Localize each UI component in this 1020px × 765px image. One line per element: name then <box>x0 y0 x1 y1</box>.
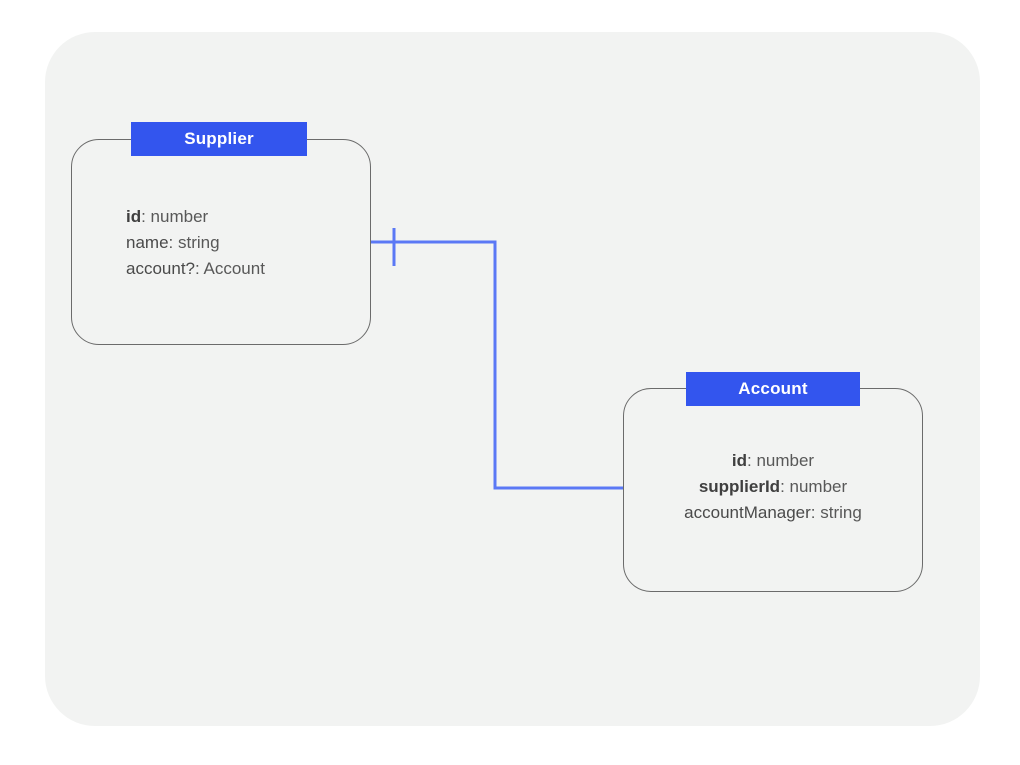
entity-attribute-row: id: number <box>623 448 923 474</box>
entity-attribute-row: name: string <box>126 230 265 256</box>
attribute-name-primary-key: id <box>731 451 747 470</box>
entity-title-label-supplier: Supplier <box>184 129 254 148</box>
entity-attribute-row: supplierId: number <box>623 474 923 500</box>
entity-attribute-row: accountManager: string <box>623 500 923 526</box>
attribute-name: account? <box>126 259 195 278</box>
attribute-type: : number <box>747 451 815 470</box>
attribute-name-primary-key: supplierId <box>698 477 781 496</box>
attribute-type: : Account <box>195 259 265 278</box>
entity-attribute-row: account?: Account <box>126 256 265 282</box>
attribute-type: : string <box>810 503 862 522</box>
attribute-name: accountManager <box>684 503 811 522</box>
entity-title-account[interactable]: Account <box>686 372 860 406</box>
entity-title-supplier[interactable]: Supplier <box>131 122 307 156</box>
attribute-name-primary-key: id <box>126 207 142 226</box>
attribute-name: name <box>126 233 169 252</box>
entity-title-label-account: Account <box>738 379 808 398</box>
attribute-type: : number <box>141 207 209 226</box>
attribute-type: : string <box>168 233 220 252</box>
entity-attribute-row: id: number <box>126 204 265 230</box>
attribute-type: : number <box>780 477 848 496</box>
